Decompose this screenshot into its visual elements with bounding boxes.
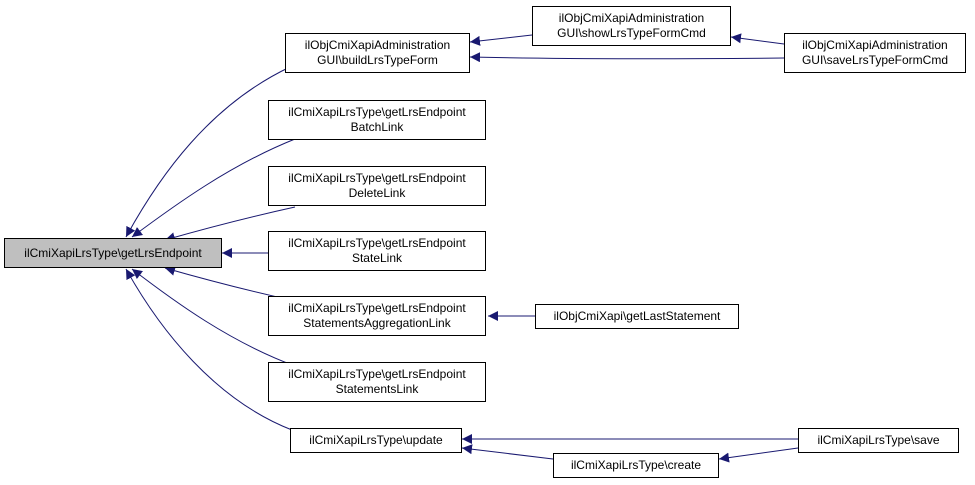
edge-save-to-create <box>718 447 799 463</box>
node-get-lrs-endpoint-statements-aggregation-link[interactable]: ilCmiXapiLrsType\getLrsEndpoint Statemen… <box>268 296 486 336</box>
edge-savegui-to-show <box>730 33 785 45</box>
node-save-lrs-type-form-cmd[interactable]: ilObjCmiXapiAdministration GUI\saveLrsTy… <box>784 33 966 73</box>
node-get-last-statement[interactable]: ilObjCmiXapi\getLastStatement <box>535 304 739 329</box>
edge-show-to-build <box>469 34 533 46</box>
node-get-lrs-endpoint: ilCmiXapiLrsType\getLrsEndpoint <box>4 238 222 268</box>
edge-build-to-root <box>125 66 291 238</box>
node-update[interactable]: ilCmiXapiLrsType\update <box>290 428 462 453</box>
node-save[interactable]: ilCmiXapiLrsType\save <box>798 428 959 453</box>
edge-delete-to-root <box>164 206 296 243</box>
edge-update-to-root <box>125 268 293 431</box>
node-get-lrs-endpoint-batch-link[interactable]: ilCmiXapiLrsType\getLrsEndpoint BatchLin… <box>268 100 486 140</box>
edge-create-to-update <box>461 444 554 460</box>
node-build-lrs-type-form[interactable]: ilObjCmiXapiAdministration GUI\buildLrsT… <box>285 33 470 73</box>
node-get-lrs-endpoint-delete-link[interactable]: ilCmiXapiLrsType\getLrsEndpoint DeleteLi… <box>268 166 486 206</box>
node-get-lrs-endpoint-state-link[interactable]: ilCmiXapiLrsType\getLrsEndpoint StateLin… <box>268 231 486 271</box>
edge-batch-to-root <box>131 138 296 238</box>
edge-stmts-to-root <box>131 268 296 367</box>
node-get-lrs-endpoint-statements-link[interactable]: ilCmiXapiLrsType\getLrsEndpoint Statemen… <box>268 362 486 402</box>
edge-savegui-to-build <box>469 52 785 63</box>
node-show-lrs-type-form-cmd[interactable]: ilObjCmiXapiAdministration GUI\showLrsTy… <box>532 6 731 46</box>
node-create[interactable]: ilCmiXapiLrsType\create <box>553 453 719 478</box>
